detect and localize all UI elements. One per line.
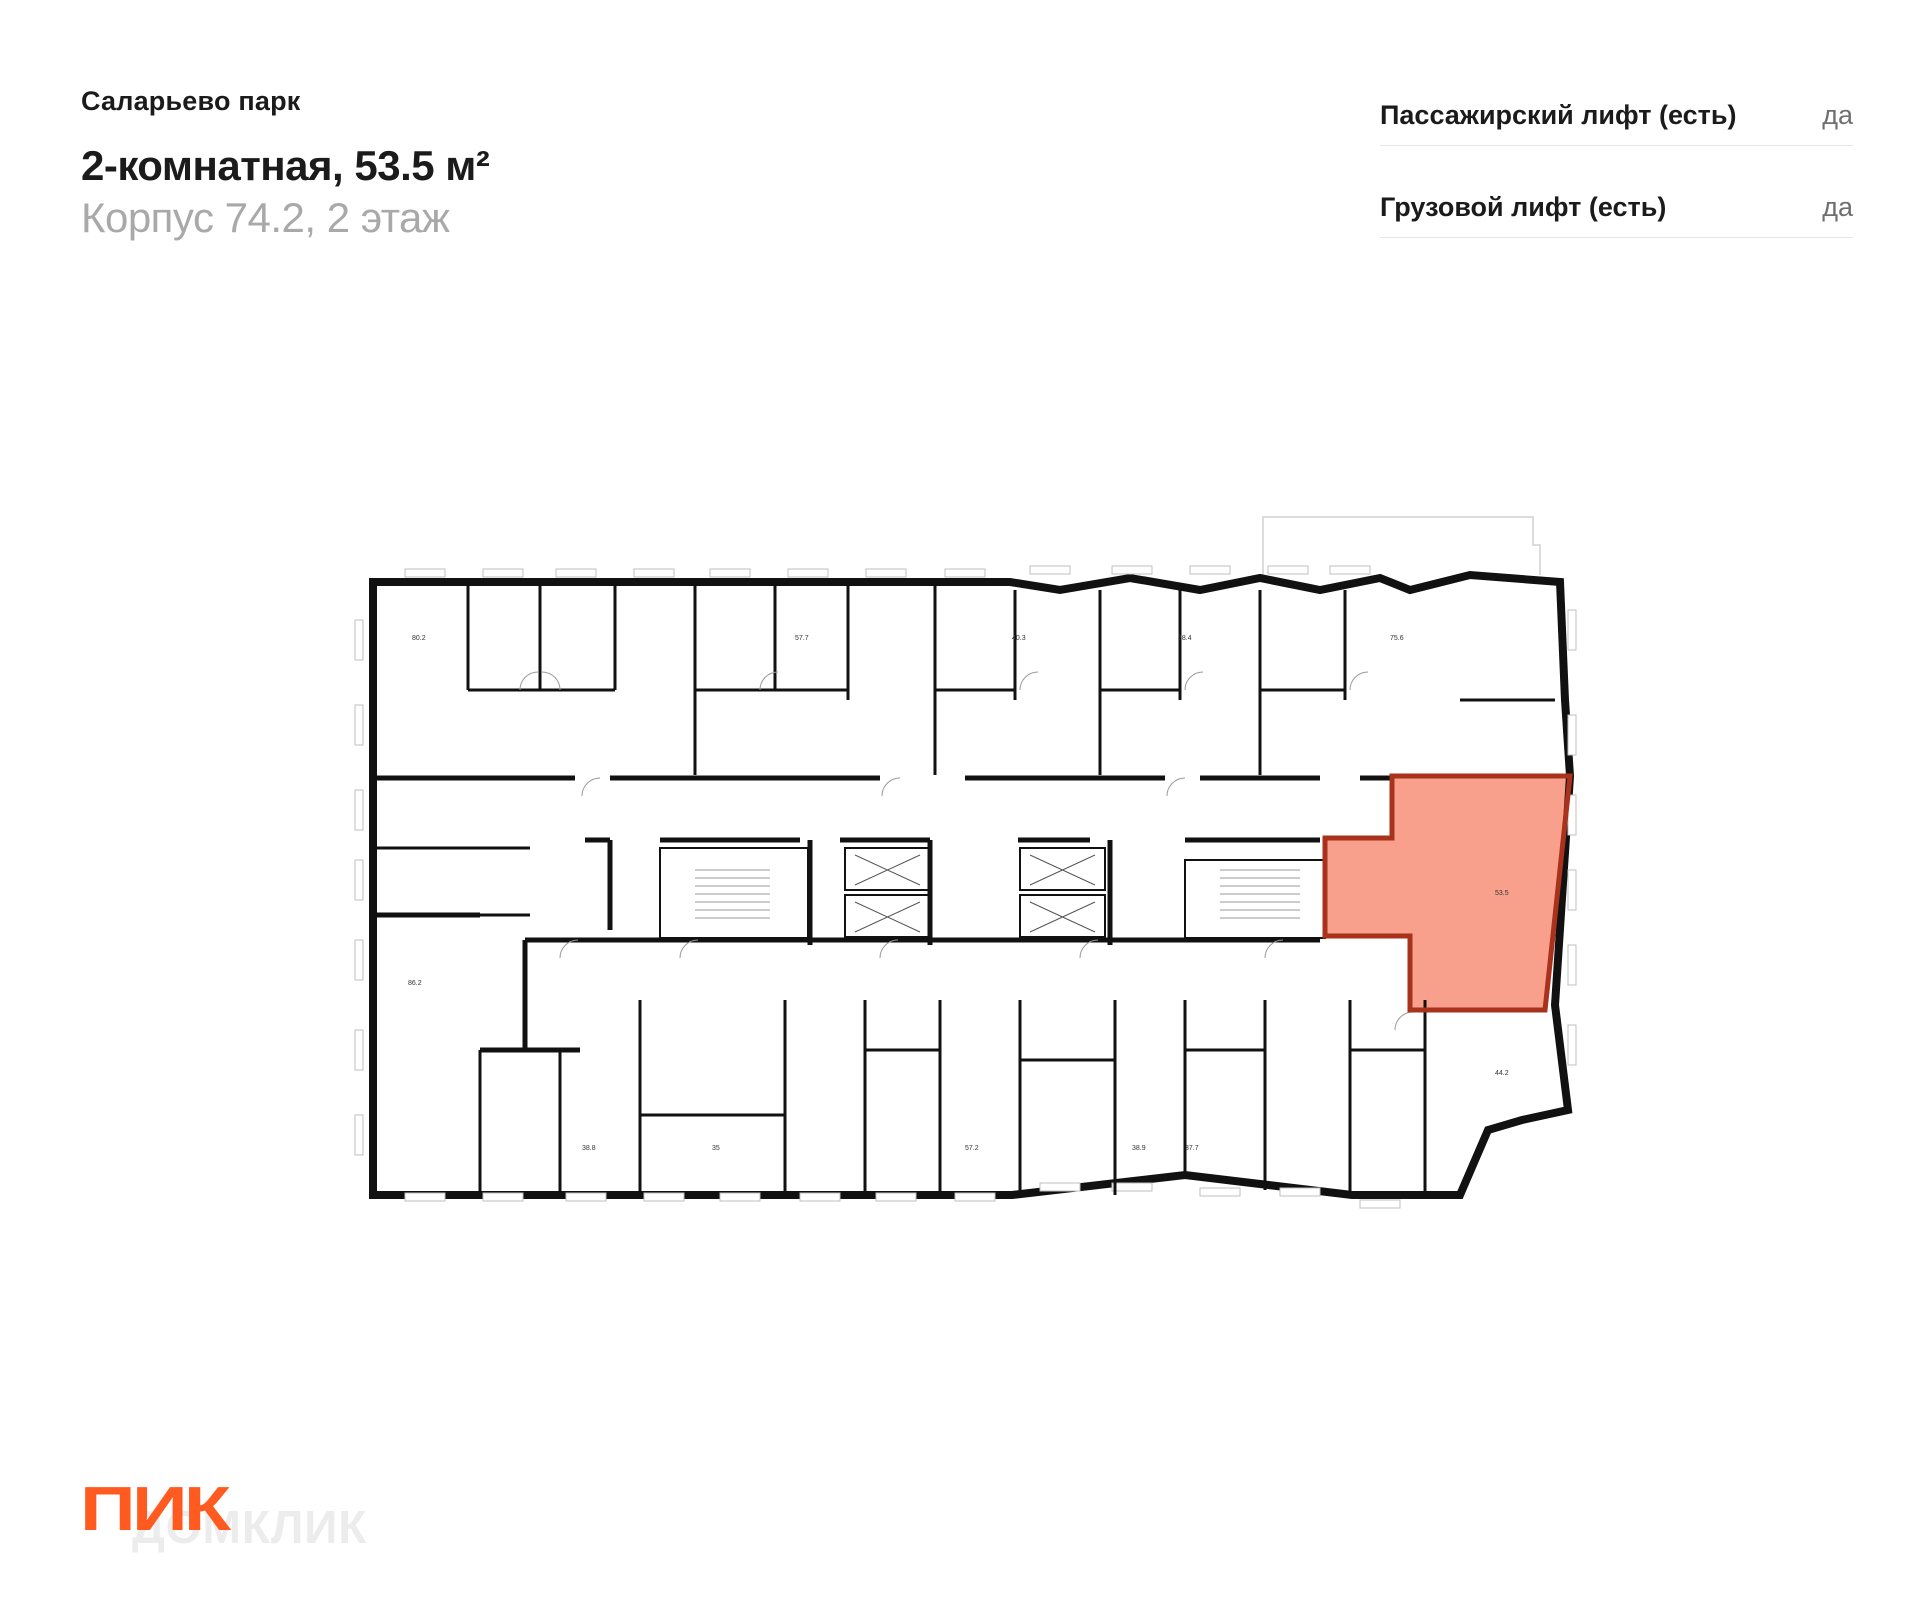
area-label: 75.6 — [1390, 635, 1404, 642]
area-label: 86.2 — [408, 980, 422, 987]
pik-logo: ПИК — [80, 1475, 231, 1544]
complex-name: Саларьево парк — [81, 86, 301, 116]
features-table: Пассажирский лифт (есть) да Грузовой лиф… — [1380, 78, 1853, 262]
selected-apartment-outline — [1322, 773, 1573, 1013]
area-label: 38.8 — [582, 1145, 596, 1152]
domclick-watermark: ДОМКЛИК — [132, 1501, 368, 1553]
area-label: 53.5 — [1495, 890, 1509, 897]
area-label: 40.3 — [1012, 635, 1026, 642]
selected-apartment[interactable] — [1325, 776, 1570, 1010]
area-label: 38.9 — [1132, 1145, 1146, 1152]
building-floor: Корпус 74.2, 2 этаж — [81, 194, 450, 241]
feature-value: да — [1822, 192, 1853, 222]
roof-outline — [1262, 516, 1541, 575]
area-labels: 80.2 57.7 40.3 38.4 75.6 86.2 53.5 44.2 … — [408, 635, 1509, 1152]
area-label: 80.2 — [412, 635, 426, 642]
building-core — [659, 847, 1326, 939]
feature-label: Грузовой лифт (есть) — [1380, 192, 1667, 222]
feature-row-freight-lift: Грузовой лифт (есть) да — [1380, 170, 1853, 238]
area-label: 57.7 — [795, 635, 809, 642]
area-label: 57.2 — [965, 1145, 979, 1152]
door-swings — [519, 671, 1414, 1031]
apartment-title: 2-комнатная, 53.5 м² — [81, 142, 490, 189]
feature-value: да — [1822, 100, 1853, 130]
feature-row-passenger-lift: Пассажирский лифт (есть) да — [1380, 78, 1853, 146]
stair-treads — [695, 869, 1300, 919]
area-label: 38.4 — [1178, 635, 1192, 642]
partition-walls — [373, 582, 1555, 1195]
area-label: 37.7 — [1185, 1145, 1199, 1152]
windows — [354, 565, 1577, 1209]
feature-label: Пассажирский лифт (есть) — [1380, 100, 1737, 130]
area-label: 44.2 — [1495, 1070, 1509, 1077]
lift-cabins — [854, 854, 1096, 933]
area-label: 35 — [712, 1145, 720, 1152]
selected-apartment-fill[interactable] — [1325, 776, 1570, 1010]
